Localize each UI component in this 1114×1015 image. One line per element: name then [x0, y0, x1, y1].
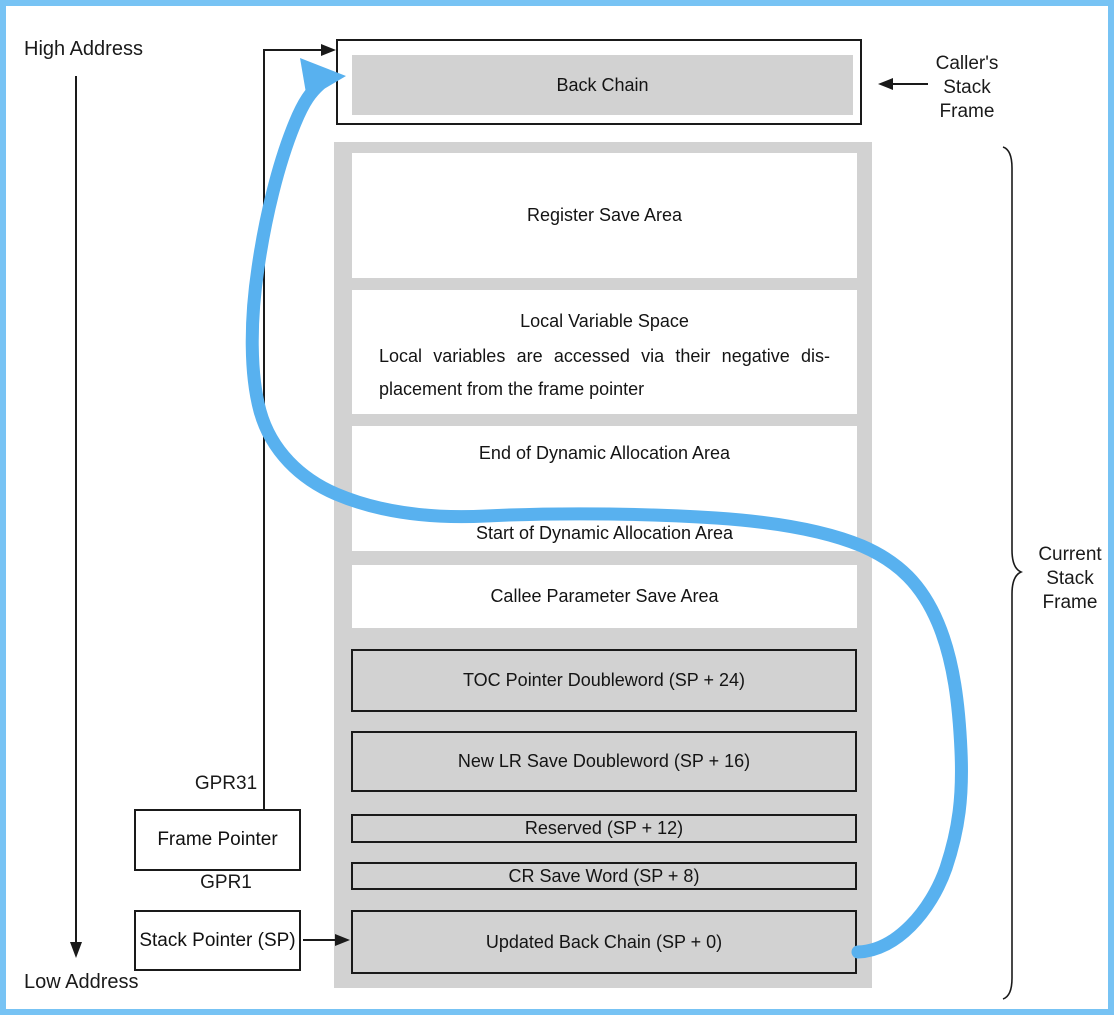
section-local-variable-space: Local Variable Space Local variables are…: [352, 290, 857, 414]
caller-back-chain-box: Back Chain: [336, 39, 862, 125]
back-chain-label: Back Chain: [556, 74, 649, 95]
frame-pointer-to-back-chain-arrow: [263, 44, 336, 809]
stack-pointer-label: Stack Pointer (SP): [139, 929, 296, 951]
section-cr-save-word: CR Save Word (SP + 8): [351, 862, 857, 890]
start-of-dynamic-allocation-label: Start of Dynamic Allocation Area: [475, 523, 734, 543]
local-variable-space-body-line1: Local variables are accessed via their n…: [379, 346, 830, 366]
callers-annotation-line3: Frame: [939, 101, 995, 122]
current-annotation-line3: Frame: [1042, 592, 1098, 613]
end-of-dynamic-allocation-label: End of Dynamic Allocation Area: [478, 443, 731, 463]
section-register-save-area: Register Save Area: [352, 153, 857, 278]
updated-back-chain-label: Updated Back Chain (SP + 0): [485, 931, 723, 952]
high-address-label: High Address: [24, 38, 143, 60]
gpr31-label: GPR31: [194, 773, 258, 794]
frame-pointer-label: Frame Pointer: [157, 829, 278, 850]
reserved-label: Reserved (SP + 12): [524, 818, 684, 838]
address-direction-arrow: [70, 76, 82, 958]
section-toc-pointer-doubleword: TOC Pointer Doubleword (SP + 24): [351, 649, 857, 712]
toc-pointer-doubleword-label: TOC Pointer Doubleword (SP + 24): [463, 670, 745, 690]
local-variable-space-body-line2: placement from the frame pointer: [379, 379, 645, 399]
callee-parameter-save-area-label: Callee Parameter Save Area: [490, 586, 719, 606]
stack-pointer-box: Stack Pointer (SP): [134, 910, 301, 971]
section-callee-parameter-save-area: Callee Parameter Save Area: [352, 565, 857, 628]
register-save-area-label: Register Save Area: [526, 205, 683, 225]
caller-back-chain-fill: Back Chain: [352, 55, 853, 115]
caller-frame-arrow: [878, 78, 928, 90]
section-new-lr-save-doubleword: New LR Save Doubleword (SP + 16): [351, 731, 857, 792]
section-reserved: Reserved (SP + 12): [351, 814, 857, 843]
current-annotation-line1: Current: [1038, 544, 1102, 565]
current-stack-frame-annotation: Current Stack Frame: [1024, 543, 1108, 615]
cr-save-word-label: CR Save Word (SP + 8): [508, 865, 700, 886]
local-variable-space-title: Local Variable Space: [520, 311, 689, 331]
section-updated-back-chain: Updated Back Chain (SP + 0): [351, 910, 857, 974]
callers-annotation-line2: Stack: [943, 77, 991, 98]
low-address-label: Low Address: [24, 971, 139, 993]
callers-stack-frame-annotation: Caller's Stack Frame: [922, 52, 1012, 124]
current-annotation-line2: Stack: [1046, 568, 1094, 589]
new-lr-save-doubleword-label: New LR Save Doubleword (SP + 16): [457, 751, 751, 771]
section-dynamic-allocation-area: End of Dynamic Allocation Area Start of …: [352, 426, 857, 551]
callers-annotation-line1: Caller's: [935, 53, 999, 74]
gpr1-label: GPR1: [200, 872, 252, 893]
current-frame-brace: [1002, 146, 1023, 1000]
frame-pointer-box: Frame Pointer: [134, 809, 301, 871]
